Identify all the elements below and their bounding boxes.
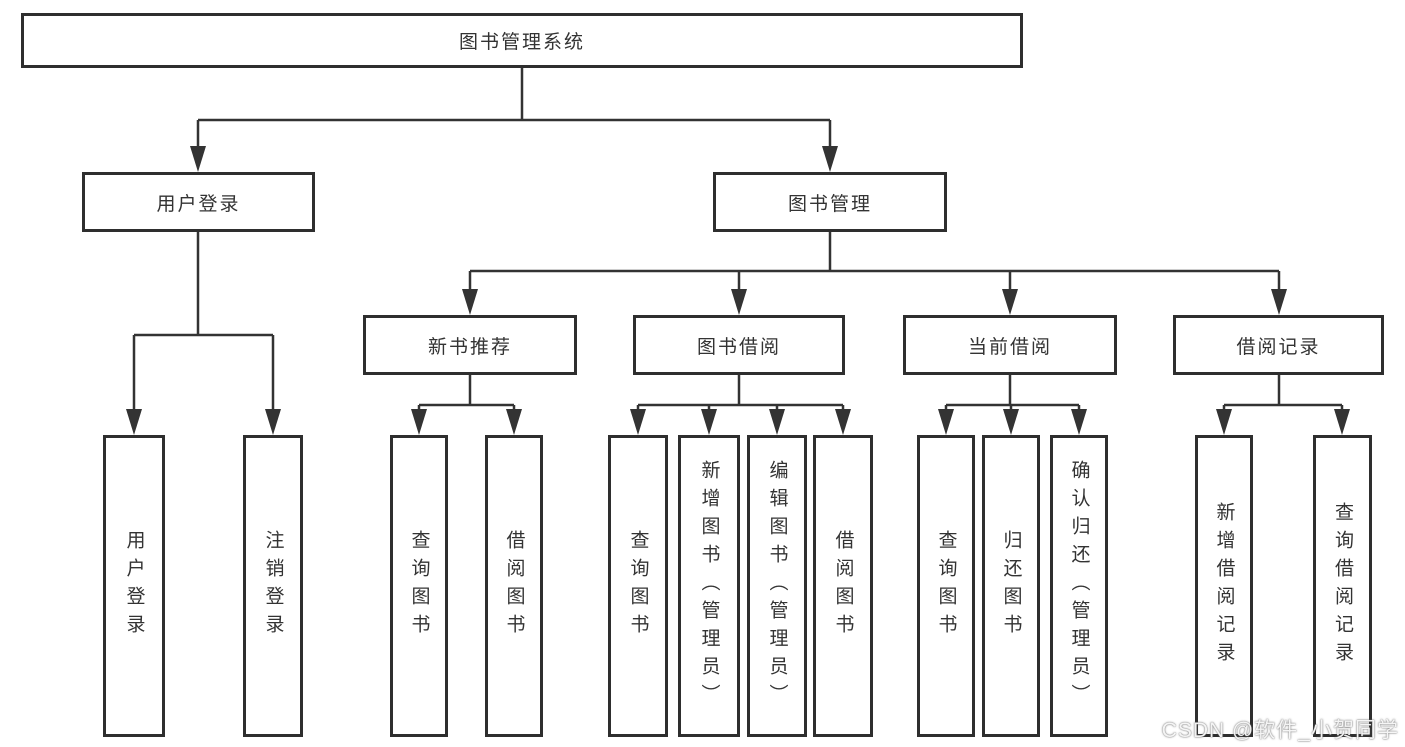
node-label: 借阅记录 [1236,336,1321,358]
leaf-label: 新增图书（管理员） [698,460,720,712]
leaf-return-books: 归还图书 [982,435,1040,737]
leaf-label: 编辑图书（管理员） [766,460,788,712]
leaf-query-borrow-record: 查询借阅记录 [1313,435,1372,737]
leaf-label: 用户登录 [123,530,145,642]
leaf-label: 查询借阅记录 [1332,502,1353,670]
node-new-book-recommend: 新书推荐 [363,315,577,375]
leaf-confirm-return-admin: 确认归还（管理员） [1050,435,1108,737]
node-current-borrowing: 当前借阅 [903,315,1117,375]
node-label: 图书管理系统 [458,32,585,53]
arrowheads [126,146,1350,435]
leaf-label: 查询图书 [627,530,649,642]
node-label: 用户登录 [156,193,241,215]
node-borrowing-records: 借阅记录 [1173,315,1384,375]
csdn-watermark: CSDN @软件_小贺同学 [1161,719,1399,742]
leaf-label: 注销登录 [262,530,284,642]
leaf-label: 借阅图书 [832,530,854,642]
leaf-label: 借阅图书 [503,530,525,642]
node-system-root: 图书管理系统 [21,13,1023,68]
leaf-query-books-borrow: 查询图书 [608,435,668,737]
node-label: 图书管理 [787,193,872,215]
node-user-login: 用户登录 [82,172,315,232]
leaf-user-login: 用户登录 [103,435,165,737]
leaf-edit-book-admin: 编辑图书（管理员） [747,435,807,737]
node-book-management: 图书管理 [713,172,947,232]
leaf-label: 归还图书 [1000,530,1022,642]
node-book-borrowing: 图书借阅 [633,315,845,375]
node-label: 图书借阅 [696,336,781,358]
leaf-label: 确认归还（管理员） [1068,460,1090,712]
leaf-label: 查询图书 [408,530,430,642]
leaf-label: 新增借阅记录 [1213,502,1235,670]
leaf-query-books-current: 查询图书 [917,435,975,737]
leaf-label: 查询图书 [935,530,957,642]
node-label: 新书推荐 [427,336,512,358]
leaf-add-book-admin: 新增图书（管理员） [678,435,740,737]
leaf-add-borrow-record: 新增借阅记录 [1195,435,1253,737]
leaf-borrow-books: 借阅图书 [813,435,873,737]
leaf-query-books-recommend: 查询图书 [390,435,448,737]
leaf-logout: 注销登录 [243,435,303,737]
node-label: 当前借阅 [967,336,1052,358]
leaf-borrow-books-recommend: 借阅图书 [485,435,543,737]
